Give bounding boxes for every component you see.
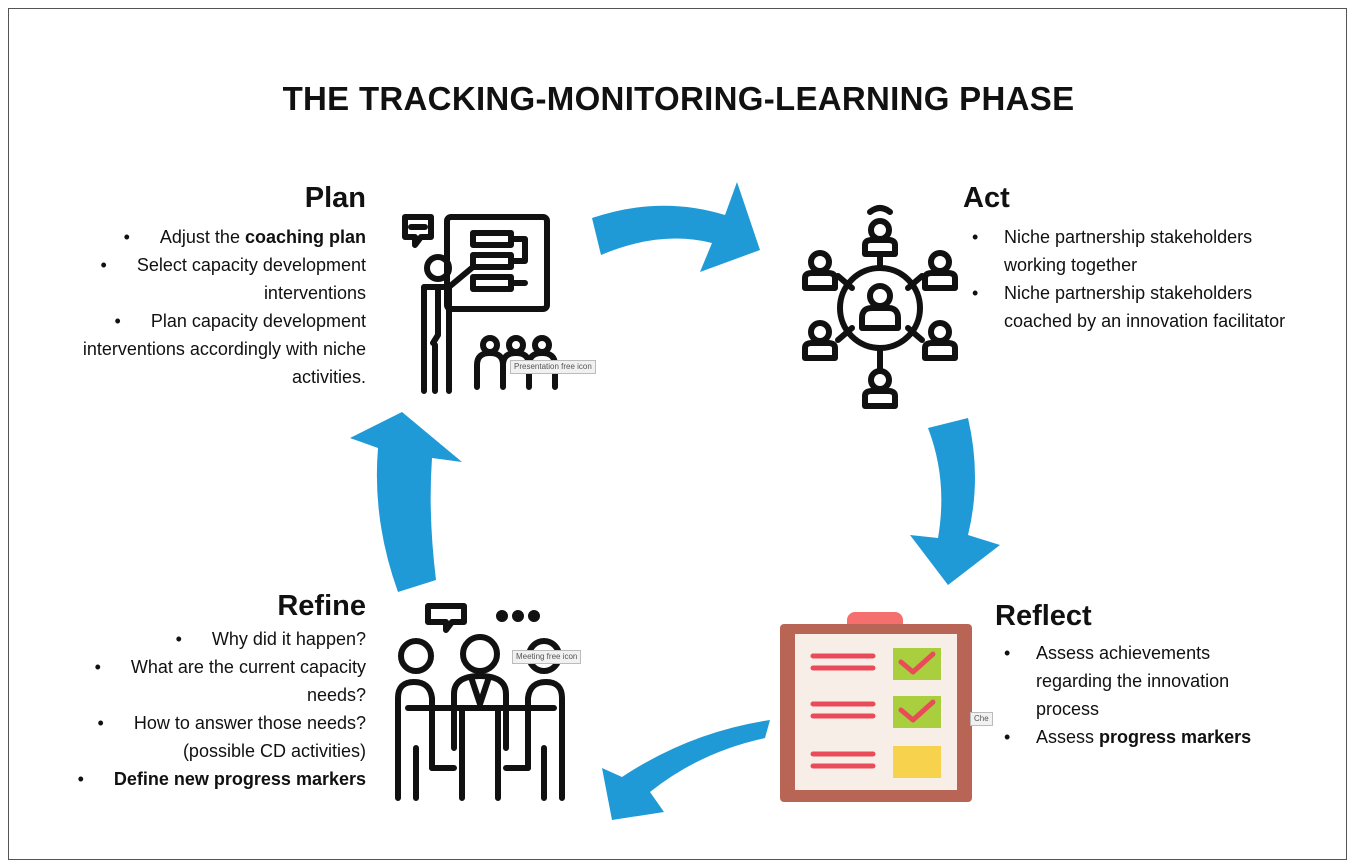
- act-item: Niche partnership stakeholders working t…: [966, 223, 1286, 279]
- diagram-title: THE TRACKING-MONITORING-LEARNING PHASE: [282, 80, 1075, 117]
- arrow-refine-to-plan: [350, 412, 462, 592]
- plan-heading: Plan: [304, 182, 366, 214]
- plan-item: Select capacity development intervention…: [70, 251, 366, 307]
- refine-heading: Refine: [277, 590, 366, 622]
- presentation-icon: [402, 214, 558, 394]
- refine-list: Why did it happen? What are the current …: [40, 625, 366, 793]
- arrow-plan-to-act: [592, 182, 760, 272]
- checklist-clipboard-icon: [780, 612, 972, 802]
- act-item: Niche partnership stakeholders coached b…: [966, 279, 1286, 335]
- refine-item: Why did it happen?: [40, 625, 366, 653]
- team-network-icon: [802, 205, 958, 409]
- reflect-item: Assess progress markers: [998, 723, 1258, 751]
- arrow-reflect-to-refine: [602, 720, 770, 820]
- arrow-act-to-reflect: [910, 418, 1000, 585]
- reflect-heading: Reflect: [995, 600, 1092, 632]
- act-heading: Act: [963, 182, 1010, 214]
- refine-icon-tag: Meeting free icon: [512, 650, 582, 664]
- refine-item: What are the current capacity needs?: [40, 653, 366, 709]
- reflect-icon-tag: Che: [970, 712, 993, 726]
- refine-item: Define new progress markers: [40, 765, 366, 793]
- plan-item: Adjust the coaching plan: [70, 223, 366, 251]
- refine-item: How to answer those needs? (possible CD …: [40, 709, 366, 765]
- plan-item: Plan capacity development interventions …: [70, 307, 366, 391]
- reflect-item: Assess achievements regarding the innova…: [998, 639, 1258, 723]
- plan-icon-tag: Presentation free icon: [510, 360, 596, 374]
- act-list: Niche partnership stakeholders working t…: [966, 223, 1286, 335]
- reflect-list: Assess achievements regarding the innova…: [998, 639, 1258, 751]
- plan-list: Adjust the coaching plan Select capacity…: [70, 223, 366, 391]
- meeting-icon: [395, 603, 565, 801]
